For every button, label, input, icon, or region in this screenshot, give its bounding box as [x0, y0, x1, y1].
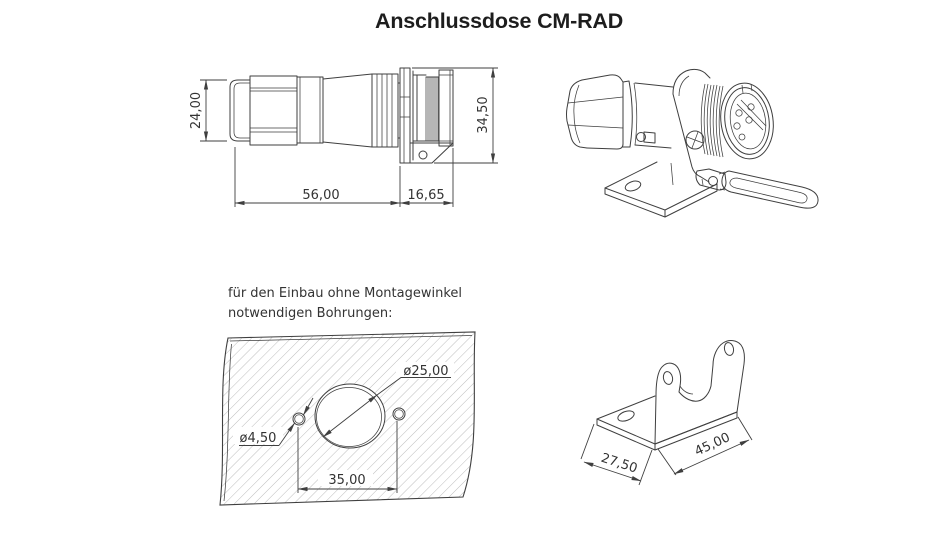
dim-length-flange: 16,65 — [407, 188, 444, 203]
note-line-1: für den Einbau ohne Montagewinkel — [228, 286, 463, 301]
note-line-2: notwendigen Bohrungen: — [228, 306, 393, 321]
bracket-3d-outline — [596, 340, 745, 451]
bracket-base-hole — [617, 410, 635, 422]
bracket-base-hole — [624, 180, 642, 192]
vent-screw — [636, 132, 646, 142]
dim-hole-spacing: 35,00 — [328, 473, 365, 488]
cable-gland-3d — [566, 74, 638, 150]
dim-height-flange: 34,50 — [476, 96, 491, 133]
side-view-dimensions: 24,00 34,50 56,00 16,65 — [189, 67, 498, 207]
lug-hole — [418, 150, 428, 160]
dim-width: 45,00 — [692, 430, 732, 459]
connector-pins — [733, 103, 755, 141]
mounting-note: für den Einbau ohne Montagewinkel notwen… — [228, 284, 462, 324]
dim-dia-center-hole: ø25,00 — [403, 364, 448, 379]
page-title: Anschlussdose CM-RAD — [375, 9, 624, 33]
drill-template-dimensions: ø25,00 ø4,50 35,00 — [239, 364, 451, 493]
dim-height-gland: 24,00 — [189, 92, 204, 129]
isometric-connector-view — [566, 68, 819, 218]
cover-flap-3d — [718, 170, 819, 209]
flange-plate-3d — [672, 68, 711, 183]
ear-hole-left — [662, 371, 674, 385]
dim-length-body: 56,00 — [302, 188, 339, 203]
dim-dia-screw-hole: ø4,50 — [240, 431, 277, 446]
cover-hinge-3d — [695, 168, 727, 191]
hinge-pin — [708, 176, 718, 186]
dim-depth: 27,50 — [599, 451, 639, 477]
bracket-isometric-drawing: 27,50 45,00 — [580, 340, 753, 486]
connector-side-outline — [229, 67, 454, 164]
mounting-bracket-3d — [604, 161, 718, 218]
side-view-drawing: 24,00 34,50 56,00 16,65 — [189, 67, 498, 207]
connector-body-3d — [634, 82, 674, 149]
bracket-dimensions: 27,50 45,00 — [580, 416, 753, 486]
flange-screw — [685, 130, 705, 150]
ear-hole-right — [723, 342, 735, 356]
drill-template-drawing: ø25,00 ø4,50 35,00 — [219, 331, 476, 506]
threaded-connector-face-3d — [700, 82, 774, 160]
